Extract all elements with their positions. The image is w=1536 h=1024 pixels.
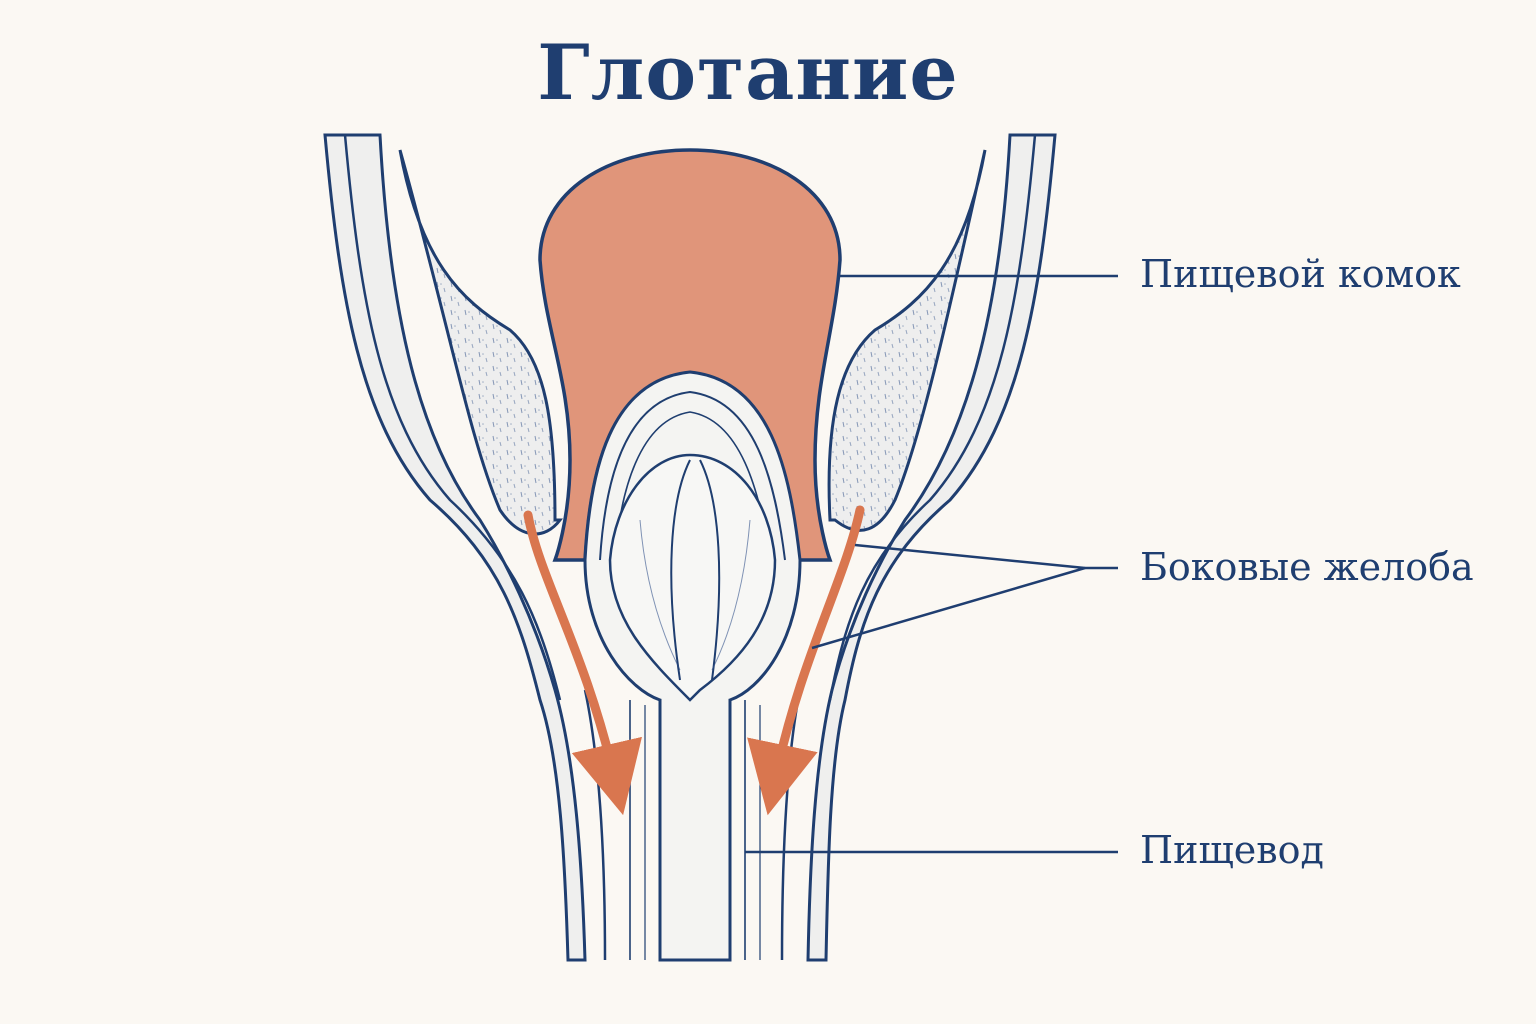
left-tissue-band <box>398 149 564 536</box>
larynx-structure <box>583 370 802 962</box>
left-outer-wall <box>323 133 587 962</box>
diagram-title: Глотание <box>537 28 959 117</box>
label-esophagus: Пищевод <box>1140 828 1324 872</box>
left-groove-arrow <box>523 510 642 816</box>
grooves-leader-line-upper <box>854 543 1086 570</box>
label-lateral-grooves: Боковые желоба <box>1140 545 1474 589</box>
label-food-bolus: Пищевой комок <box>1140 252 1461 296</box>
right-outer-wall <box>806 133 1057 962</box>
grooves-leader-line-lower <box>811 566 1086 650</box>
leader-lines <box>745 274 1118 854</box>
right-tissue-band <box>827 149 987 532</box>
right-groove-arrow <box>747 505 865 816</box>
